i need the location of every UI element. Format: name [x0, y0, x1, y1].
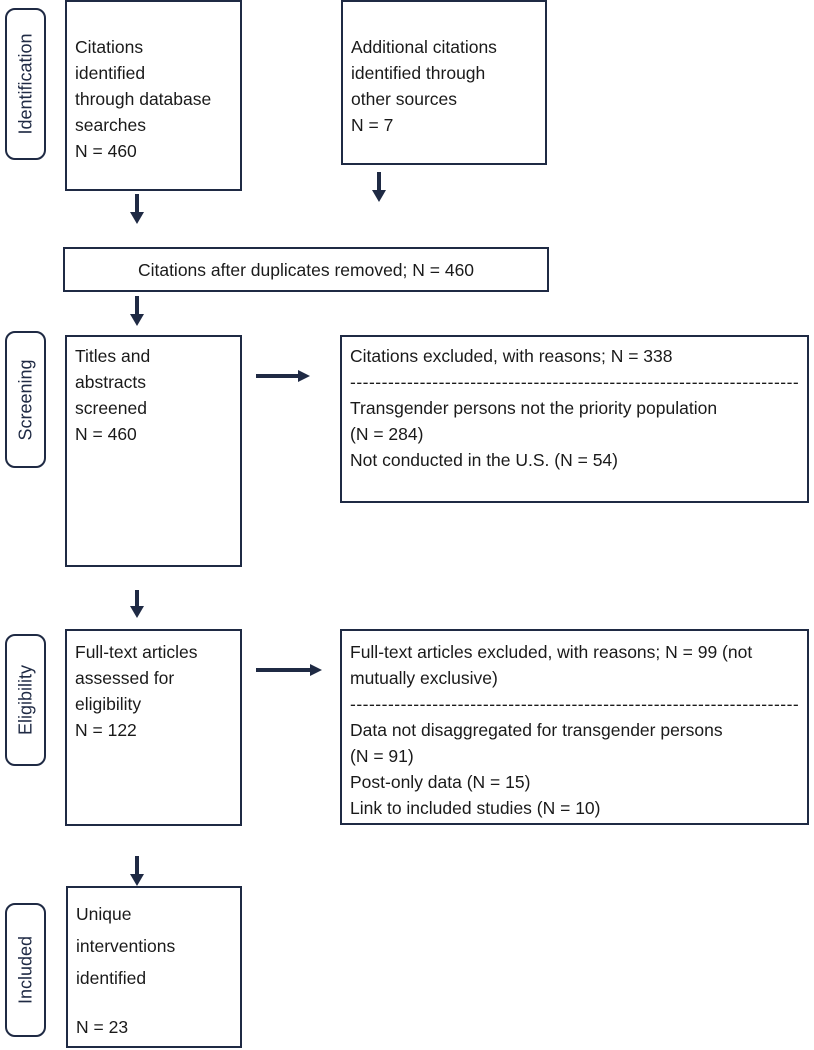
arrow-other-sources-down	[372, 172, 386, 202]
stage-eligibility-label: Eligibility	[15, 664, 35, 736]
screened-line-3: screened	[75, 398, 147, 418]
stage-eligibility: Eligibility	[5, 634, 46, 766]
stage-screening: Screening	[5, 331, 46, 468]
included-line-1: Unique	[76, 904, 132, 924]
screened-count: N = 460	[75, 424, 137, 444]
stage-identification-label: Identification	[15, 33, 35, 135]
database-count: N = 460	[75, 141, 137, 161]
database-line-4: searches	[75, 115, 147, 135]
other-line-3: other sources	[351, 89, 458, 109]
fulltext-assessed-box: Full-text articles assessed for eligibil…	[65, 629, 242, 826]
duplicates-text: Citations after duplicates removed; N = …	[137, 260, 475, 280]
fulltext-reason-2: Post-only data (N = 15)	[350, 772, 531, 792]
stage-included: Included	[5, 903, 46, 1037]
screening-reason-2: Not conducted in the U.S. (N = 54)	[350, 450, 618, 470]
arrow-fulltext-to-exclusions	[256, 664, 322, 676]
screened-line-2: abstracts	[75, 372, 146, 392]
fulltext-line-2: assessed for	[75, 668, 175, 688]
fulltext-exclusions-separator: ----------------------------------------…	[350, 694, 799, 714]
included-line-2: interventions	[76, 936, 176, 956]
screening-reason-1-count: (N = 284)	[350, 424, 424, 444]
other-sources-box: Additional citations identified through …	[341, 0, 547, 165]
fulltext-line-3: eligibility	[75, 694, 142, 714]
arrow-duplicates-to-screened	[130, 296, 144, 326]
included-box: Unique interventions identified N = 23	[66, 886, 242, 1048]
screening-exclusions-separator: ----------------------------------------…	[350, 372, 799, 392]
stage-included-label: Included	[15, 935, 35, 1005]
arrow-database-to-duplicates	[130, 194, 144, 224]
screened-box: Titles and abstracts screened N = 460	[65, 335, 242, 567]
screening-exclusions-box: Citations excluded, with reasons; N = 33…	[340, 335, 809, 503]
database-line-2: identified	[75, 63, 146, 83]
arrow-screened-to-exclusions	[256, 370, 310, 382]
fulltext-reason-1-count: (N = 91)	[350, 746, 414, 766]
fulltext-reason-3: Link to included studies (N = 10)	[350, 798, 601, 818]
stage-identification: Identification	[5, 8, 46, 160]
screening-reason-1: Transgender persons not the priority pop…	[350, 398, 718, 418]
included-count: N = 23	[76, 1017, 129, 1037]
fulltext-line-1: Full-text articles	[75, 642, 198, 662]
stage-screening-label: Screening	[15, 358, 35, 441]
database-line-3: through database	[75, 89, 212, 109]
fulltext-exclusions-box: Full-text articles excluded, with reason…	[340, 629, 809, 825]
other-count: N = 7	[351, 115, 394, 135]
screened-line-1: Titles and	[75, 346, 151, 366]
fulltext-exclusions-header: Full-text articles excluded, with reason…	[350, 642, 753, 688]
duplicates-removed-box: Citations after duplicates removed; N = …	[63, 247, 549, 292]
arrow-fulltext-to-included	[130, 856, 144, 886]
database-line-1: Citations	[75, 37, 144, 57]
database-citations-box: Citations identified through database se…	[65, 0, 242, 191]
screening-exclusions-header: Citations excluded, with reasons; N = 33…	[350, 346, 673, 366]
other-line-1: Additional citations	[351, 37, 497, 57]
included-line-3: identified	[76, 968, 147, 988]
fulltext-reason-1: Data not disaggregated for transgender p…	[350, 720, 723, 740]
other-line-2: identified through	[351, 63, 486, 83]
fulltext-count: N = 122	[75, 720, 137, 740]
arrow-screened-to-fulltext	[130, 590, 144, 618]
